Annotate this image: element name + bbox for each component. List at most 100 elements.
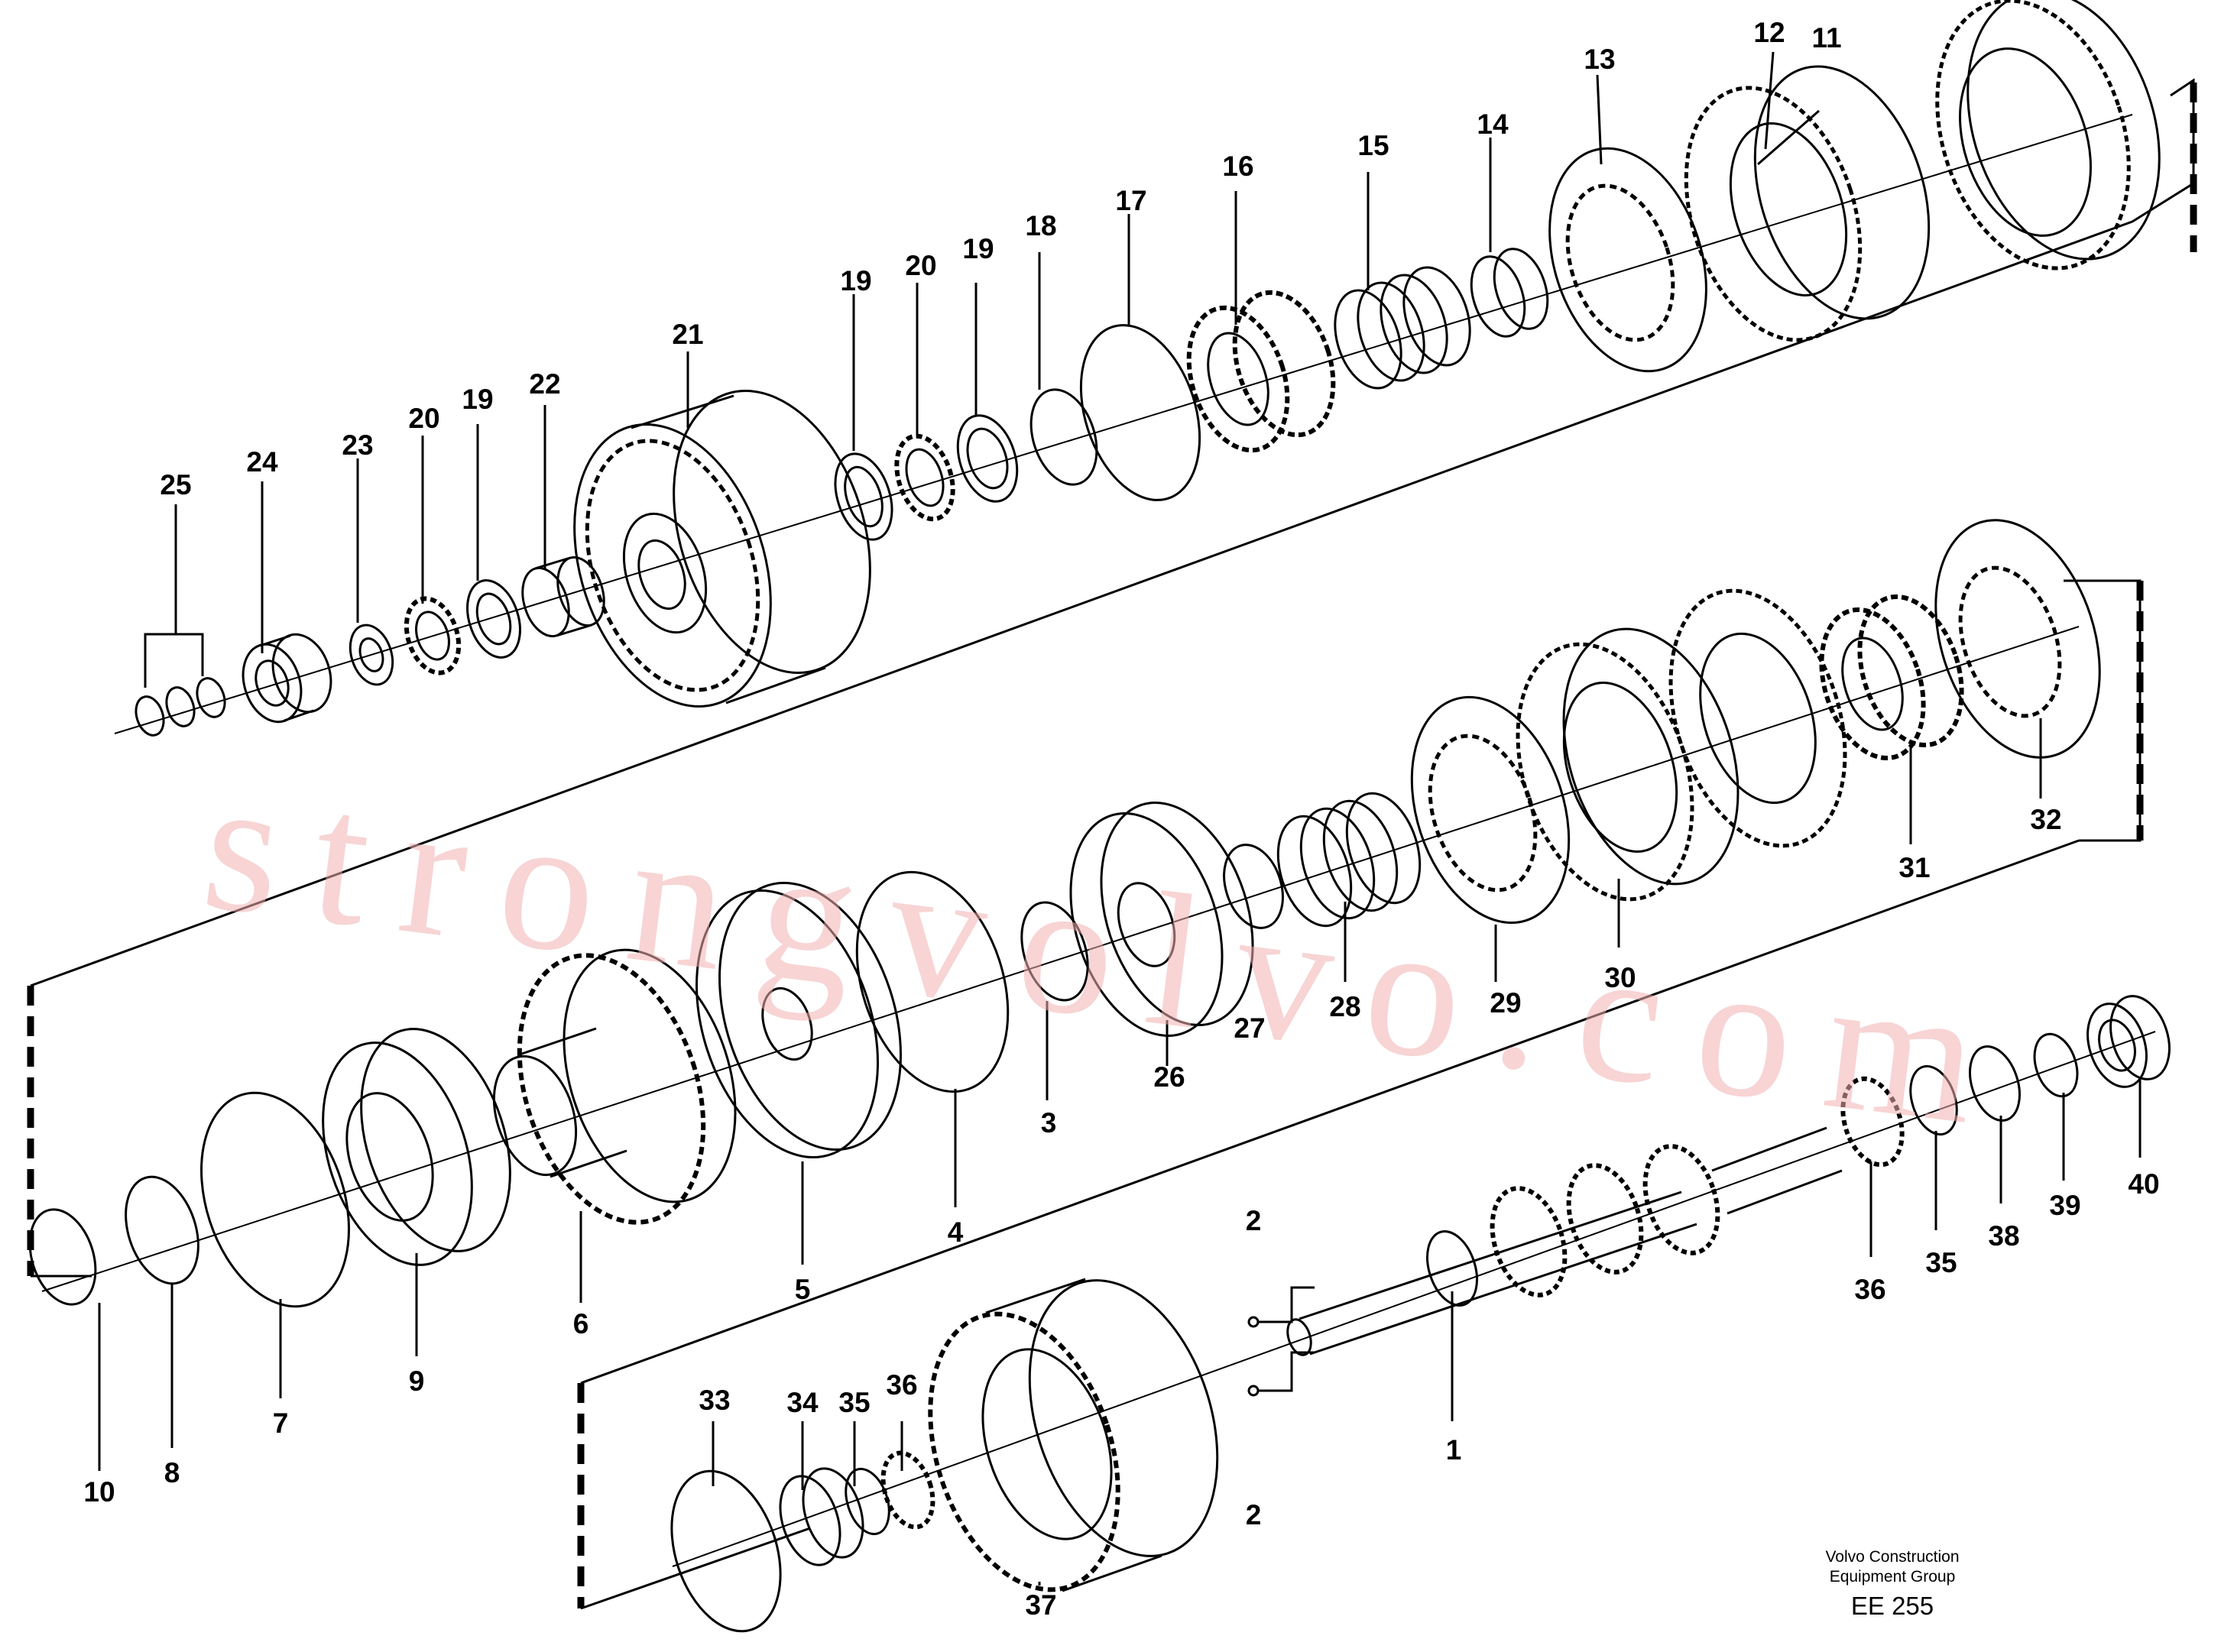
callout-27: 27	[1234, 1012, 1265, 1044]
part-20-needle-bearing-b	[894, 433, 955, 522]
part-19-thrust-washer	[466, 579, 521, 659]
part-27-o-ring	[1223, 844, 1284, 929]
part-15-springs	[1334, 266, 1471, 390]
part-35-ring-b	[1909, 1064, 1958, 1136]
callout-23: 23	[342, 429, 373, 461]
part-9-bearing-housing	[322, 1028, 511, 1266]
callout-33: 33	[699, 1385, 730, 1416]
callout-5: 5	[795, 1274, 811, 1305]
callout-10: 10	[83, 1476, 115, 1508]
part-8-o-ring	[125, 1175, 199, 1285]
part-4-seal-ring	[855, 870, 1010, 1093]
leader-lines	[98, 51, 2142, 1586]
middle-axis	[41, 626, 2080, 1292]
lower-section-frame	[577, 1383, 811, 1610]
part-31-splined-hub	[1819, 594, 1964, 761]
part-7-seal-ring	[200, 1091, 350, 1308]
callout-31: 31	[1898, 852, 1930, 883]
callout-28: 28	[1329, 991, 1360, 1022]
callout-35: 35	[838, 1387, 870, 1418]
part-17-circlip	[1079, 324, 1201, 501]
lower-axis	[672, 1031, 2156, 1567]
callout-35: 35	[1925, 1247, 1957, 1278]
callout-39: 39	[2049, 1190, 2080, 1221]
callout-11: 11	[1811, 22, 1841, 53]
callout-19: 19	[840, 265, 871, 296]
part-12-steel-disc	[1684, 86, 1863, 342]
callout-8: 8	[164, 1457, 180, 1488]
part-28-springs	[1276, 792, 1422, 928]
drawing-code: EE 255	[1851, 1592, 1934, 1620]
leader-dot	[1247, 1385, 1260, 1397]
upper-section-frame	[30, 78, 2197, 987]
part-30-steel-discs	[1516, 588, 1847, 902]
part-33-circlip	[670, 1469, 782, 1633]
part-16-splined-hub	[1186, 290, 1336, 453]
part-22-splined-sleeve	[521, 556, 605, 638]
middle-section-frame	[27, 579, 2144, 1385]
callout-20: 20	[408, 403, 439, 434]
part-32-end-disc	[1934, 519, 2101, 759]
part-35-ring	[845, 1467, 890, 1536]
part-1-main-shaft	[1286, 1126, 1843, 1356]
part-39-washer	[2033, 1032, 2079, 1098]
callout-7: 7	[273, 1407, 289, 1439]
callout-4: 4	[948, 1216, 964, 1248]
caption-line-1: Volvo Construction	[1825, 1548, 1959, 1566]
part-24-bearing	[242, 633, 332, 724]
callout-16: 16	[1222, 151, 1253, 182]
callout-21: 21	[672, 319, 703, 350]
part-3-snap-ring	[1020, 901, 1089, 1002]
part-10-o-ring	[28, 1208, 97, 1306]
callout-20: 20	[905, 250, 936, 281]
part-13-friction-disc	[1548, 147, 1707, 373]
callout-24: 24	[246, 446, 278, 478]
part-5-piston-plate	[695, 881, 902, 1159]
part-40-bearing	[2086, 995, 2171, 1088]
callout-3: 3	[1041, 1107, 1057, 1139]
callout-15: 15	[1357, 130, 1389, 161]
part-19-washer-b	[834, 452, 893, 541]
part-36-needle-bearing	[880, 1450, 935, 1530]
callout-40: 40	[2128, 1168, 2159, 1200]
callout-17: 17	[1115, 185, 1146, 216]
part-36-needle-bearing-b	[1840, 1076, 1905, 1168]
callout-38: 38	[1988, 1220, 2019, 1252]
callout-34: 34	[786, 1387, 819, 1418]
upper-axis	[114, 114, 2133, 734]
watermark: strongvolvo.com	[193, 737, 2022, 1169]
callout-14: 14	[1477, 109, 1509, 140]
part-38-snap-ring	[1969, 1045, 2021, 1122]
part-25-retaining-rings	[135, 677, 226, 737]
callout-26: 26	[1153, 1061, 1185, 1093]
callout-29: 29	[1490, 987, 1521, 1019]
callout-2: 2	[1246, 1499, 1262, 1531]
callout-37: 37	[1025, 1589, 1056, 1621]
callout-36: 36	[886, 1369, 917, 1401]
part-23-washer	[349, 624, 394, 686]
callout-22: 22	[529, 368, 560, 400]
callout-13: 13	[1584, 44, 1615, 75]
callout-9: 9	[409, 1365, 425, 1397]
part-piston-housing	[1935, 0, 2161, 270]
callout-6: 6	[573, 1308, 589, 1339]
callout-2: 2	[1246, 1205, 1262, 1236]
callout-12: 12	[1753, 17, 1785, 48]
caption-line-2: Equipment Group	[1830, 1568, 1956, 1586]
part-20-needle-bearing	[404, 596, 462, 675]
part-21-clutch-drum	[573, 390, 871, 708]
part-11-clutch-plate	[1753, 65, 1931, 320]
part-34-bearing-race	[779, 1467, 864, 1566]
part-18-snap-ring	[1029, 388, 1098, 486]
callout-19: 19	[462, 384, 493, 415]
callout-18: 18	[1025, 210, 1056, 241]
callout-36: 36	[1854, 1274, 1885, 1305]
part-29-friction-disc	[1410, 695, 1571, 925]
callout-30: 30	[1604, 962, 1636, 993]
part-6-gear-shaft	[492, 948, 737, 1225]
leader-dot	[1247, 1316, 1260, 1328]
callout-32: 32	[2030, 804, 2061, 835]
part-19-washer-c	[956, 414, 1019, 503]
part-26-piston	[1069, 802, 1254, 1037]
